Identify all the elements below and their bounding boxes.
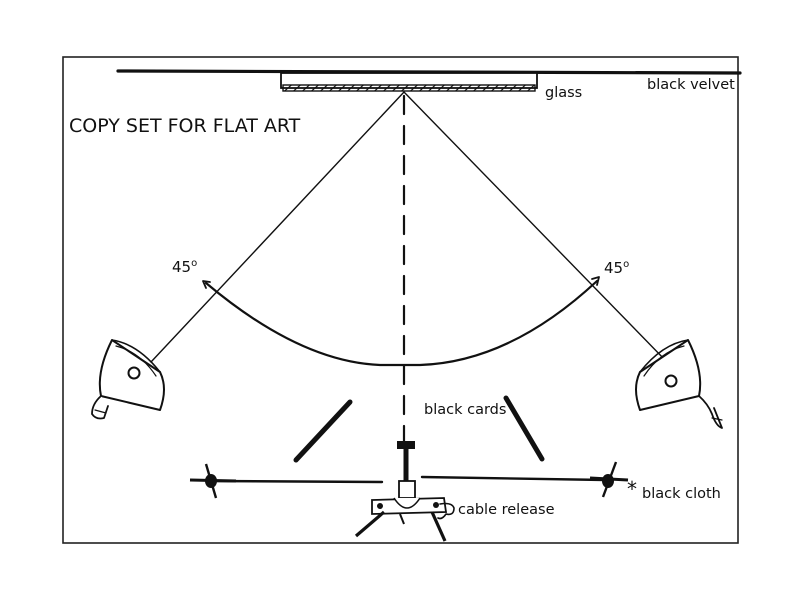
black-cards-label: black cards: [424, 402, 506, 418]
right-cloth-stand-icon: [589, 461, 629, 498]
glass-plate: [282, 84, 536, 92]
left-cloth-stand-icon: [189, 463, 237, 499]
camera-icon: [354, 441, 448, 542]
right-support-line: [420, 475, 608, 482]
left-black-card: [293, 399, 353, 463]
glass-label: glass: [545, 85, 582, 101]
angle-label-right: 45o: [604, 259, 629, 277]
cable-release-label: cable release: [458, 502, 555, 518]
black-cloth-label: black cloth: [642, 486, 721, 502]
page-title: COPY SET FOR FLAT ART: [69, 115, 301, 137]
cable-release-icon: [437, 502, 455, 520]
angle-arc: [204, 279, 599, 367]
black-velvet-label: black velvet: [647, 77, 735, 93]
right-arrowhead: [591, 276, 600, 286]
angle-label-left: 45o: [172, 258, 197, 276]
right-lamp-icon: [635, 339, 723, 429]
black-velvet-line: [116, 69, 742, 75]
left-arrowhead: [202, 280, 211, 289]
diagram-frame: [62, 56, 739, 544]
right-light-ray: [403, 91, 668, 363]
left-lamp-icon: [91, 339, 165, 420]
asterisk-mark: *: [627, 477, 637, 501]
right-black-card: [503, 395, 545, 462]
left-light-ray: [150, 91, 405, 363]
left-support-line: [210, 479, 384, 484]
